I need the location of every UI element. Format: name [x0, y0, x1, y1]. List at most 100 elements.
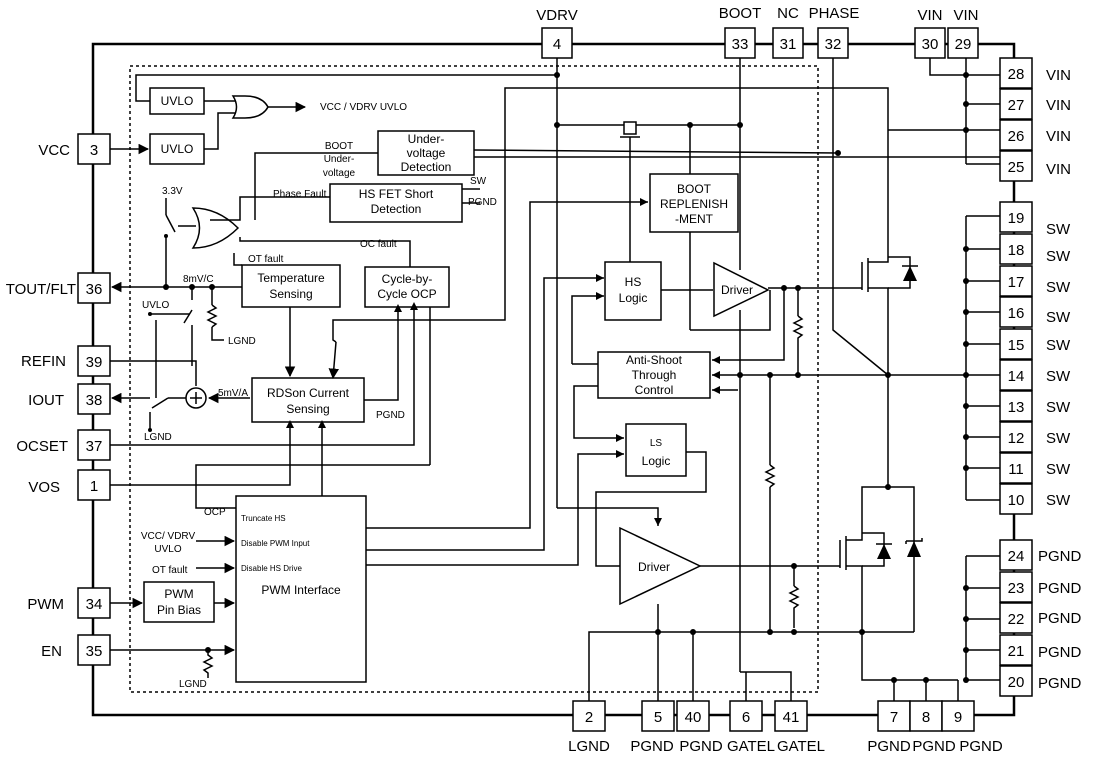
pin-vin-25-box [999, 150, 1033, 182]
pin-vdrv-num: 4 [553, 36, 561, 53]
pin-vdrv-box [541, 27, 573, 59]
pin-pgnd-7-name: PGND [867, 738, 911, 755]
pin-pgnd-8: 8 PGND [909, 700, 956, 755]
pin-vin-25-name: VIN [1046, 161, 1071, 178]
pin-vin-27-box [999, 88, 1033, 120]
pin-pgnd-23-name: PGND [1038, 580, 1082, 597]
pin-sw-10-box [999, 483, 1033, 515]
pin-phase-box [817, 27, 849, 59]
pin-pgnd-40: 40 PGND [676, 700, 723, 755]
pin-sw-17-name: SW [1046, 279, 1071, 296]
pin-nc-box [772, 27, 804, 59]
pin-pgnd-9: 9 PGND [941, 700, 1003, 755]
uvlo-output-label: VCC / VDRV UVLO [320, 102, 407, 113]
pin-gatel-6-num: 6 [742, 709, 750, 726]
pin-vin-26-num: 26 [1008, 128, 1025, 145]
vcc-vdrv-uvlo-label-1: VCC/ VDRV [141, 531, 196, 542]
sw-input-label: SW [470, 176, 487, 187]
pin-sw-11-num: 11 [1008, 461, 1024, 478]
pin-vin-27-name: VIN [1046, 97, 1071, 114]
pin-tout-name: TOUT/FLT [6, 281, 76, 298]
pin-vdrv: VDRV 4 [536, 7, 578, 59]
pin-pwm: PWM 34 [27, 587, 111, 619]
pin-sw-18-box [999, 233, 1033, 265]
lgnd-label-b: LGND [144, 432, 172, 443]
pin-gatel-6-box [729, 700, 763, 732]
pin-pgnd-7: 7 PGND [867, 700, 911, 755]
pin-vin-28-name: VIN [1046, 67, 1071, 84]
pin-vin-26-box [999, 119, 1033, 151]
pin-pgnd-22-name: PGND [1038, 610, 1082, 627]
pin-vin-30-box [914, 27, 946, 59]
cycle-by-cycle-ocp-block: Cycle-by- Cycle OCP [364, 266, 450, 308]
5mv-a-label: 5mV/A [218, 388, 248, 399]
pin-sw-18-num: 18 [1008, 242, 1025, 259]
ot-fault-label-2: OT fault [152, 565, 188, 576]
pin-iout: IOUT 38 [28, 383, 111, 415]
uvlo-switch-label: UVLO [142, 300, 169, 311]
pin-sw-19-name: SW [1046, 221, 1071, 238]
pin-boot-box [724, 27, 756, 59]
svg-text:Under-: Under- [408, 132, 445, 146]
oc-fault-label: OC fault [360, 239, 397, 250]
pin-boot: BOOT 33 [719, 5, 761, 59]
pin-sw-16-name: SW [1046, 309, 1071, 326]
svg-text:RDSon Current: RDSon Current [267, 386, 350, 400]
pin-pgnd-20: 20 PGND [999, 665, 1082, 697]
pin-pgnd-22-num: 22 [1008, 611, 1025, 628]
ocp-label: OCP [204, 507, 226, 518]
pin-sw-11-box [999, 452, 1033, 484]
pin-pgnd-9-box [941, 700, 975, 732]
package-outline [91, 42, 1016, 717]
pin-vin-30-name: VIN [917, 7, 942, 24]
pin-pgnd-24-box [999, 539, 1033, 571]
pin-vos: VOS 1 [28, 469, 111, 501]
pin-pgnd-8-name: PGND [912, 738, 956, 755]
pin-pgnd-7-num: 7 [890, 709, 898, 726]
pin-sw-10-name: SW [1046, 492, 1071, 509]
boot-undervoltage-label-2: Under- [324, 154, 355, 165]
pin-gatel-41-num: 41 [783, 709, 800, 726]
pin-pgnd-40-box [676, 700, 710, 732]
svg-text:Driver: Driver [721, 283, 753, 297]
pin-ocset-name: OCSET [16, 438, 68, 455]
pin-refin-num: 39 [86, 354, 103, 371]
pin-sw-10: 10 SW [999, 483, 1071, 515]
pin-refin: REFIN 39 [21, 345, 111, 377]
svg-text:REPLENISH: REPLENISH [660, 197, 728, 211]
svg-text:voltage: voltage [407, 146, 446, 160]
ot-fault-label: OT fault [248, 254, 284, 265]
pin-vin-28-num: 28 [1008, 66, 1025, 83]
pin-sw-15: 15 SW [999, 328, 1071, 360]
uvlo-block-top: UVLO [149, 87, 205, 115]
pin-phase-num: 32 [825, 36, 842, 53]
pin-pgnd-24: 24 PGND [999, 539, 1082, 571]
pin-pgnd-21-name: PGND [1038, 644, 1082, 661]
pin-vin-29-num: 29 [955, 36, 972, 53]
pin-pgnd-5-box [641, 700, 675, 732]
pin-en: EN 35 [41, 634, 111, 666]
pin-sw-16-num: 16 [1008, 305, 1025, 322]
temperature-sensing-block: Temperature Sensing [241, 264, 341, 308]
pin-nc-num: 31 [780, 36, 797, 53]
svg-text:Logic: Logic [642, 454, 671, 468]
pin-vin-25: 25 VIN [999, 150, 1071, 182]
rdson-current-sensing-block: RDSon Current Sensing [251, 377, 365, 423]
pin-vin-29-name: VIN [953, 7, 978, 24]
pin-vin-30-num: 30 [922, 36, 939, 53]
pin-nc: NC 31 [772, 5, 804, 59]
pin-boot-num: 33 [732, 36, 749, 53]
pin-sw-19: 19 SW [999, 201, 1071, 238]
pin-gatel-6-name: GATEL [727, 738, 775, 755]
pin-sw-18-name: SW [1046, 248, 1071, 265]
pin-nc-name: NC [777, 5, 799, 22]
pin-pgnd-20-name: PGND [1038, 675, 1082, 692]
pin-vin-26: 26 VIN [999, 119, 1071, 151]
svg-text:Pin Bias: Pin Bias [157, 603, 201, 617]
pin-sw-18: 18 SW [999, 233, 1071, 265]
pin-sw-17-box [999, 265, 1033, 297]
die-boundary [129, 65, 819, 693]
pin-vin-27-num: 27 [1008, 97, 1025, 114]
pin-vin-29-box [947, 27, 979, 59]
